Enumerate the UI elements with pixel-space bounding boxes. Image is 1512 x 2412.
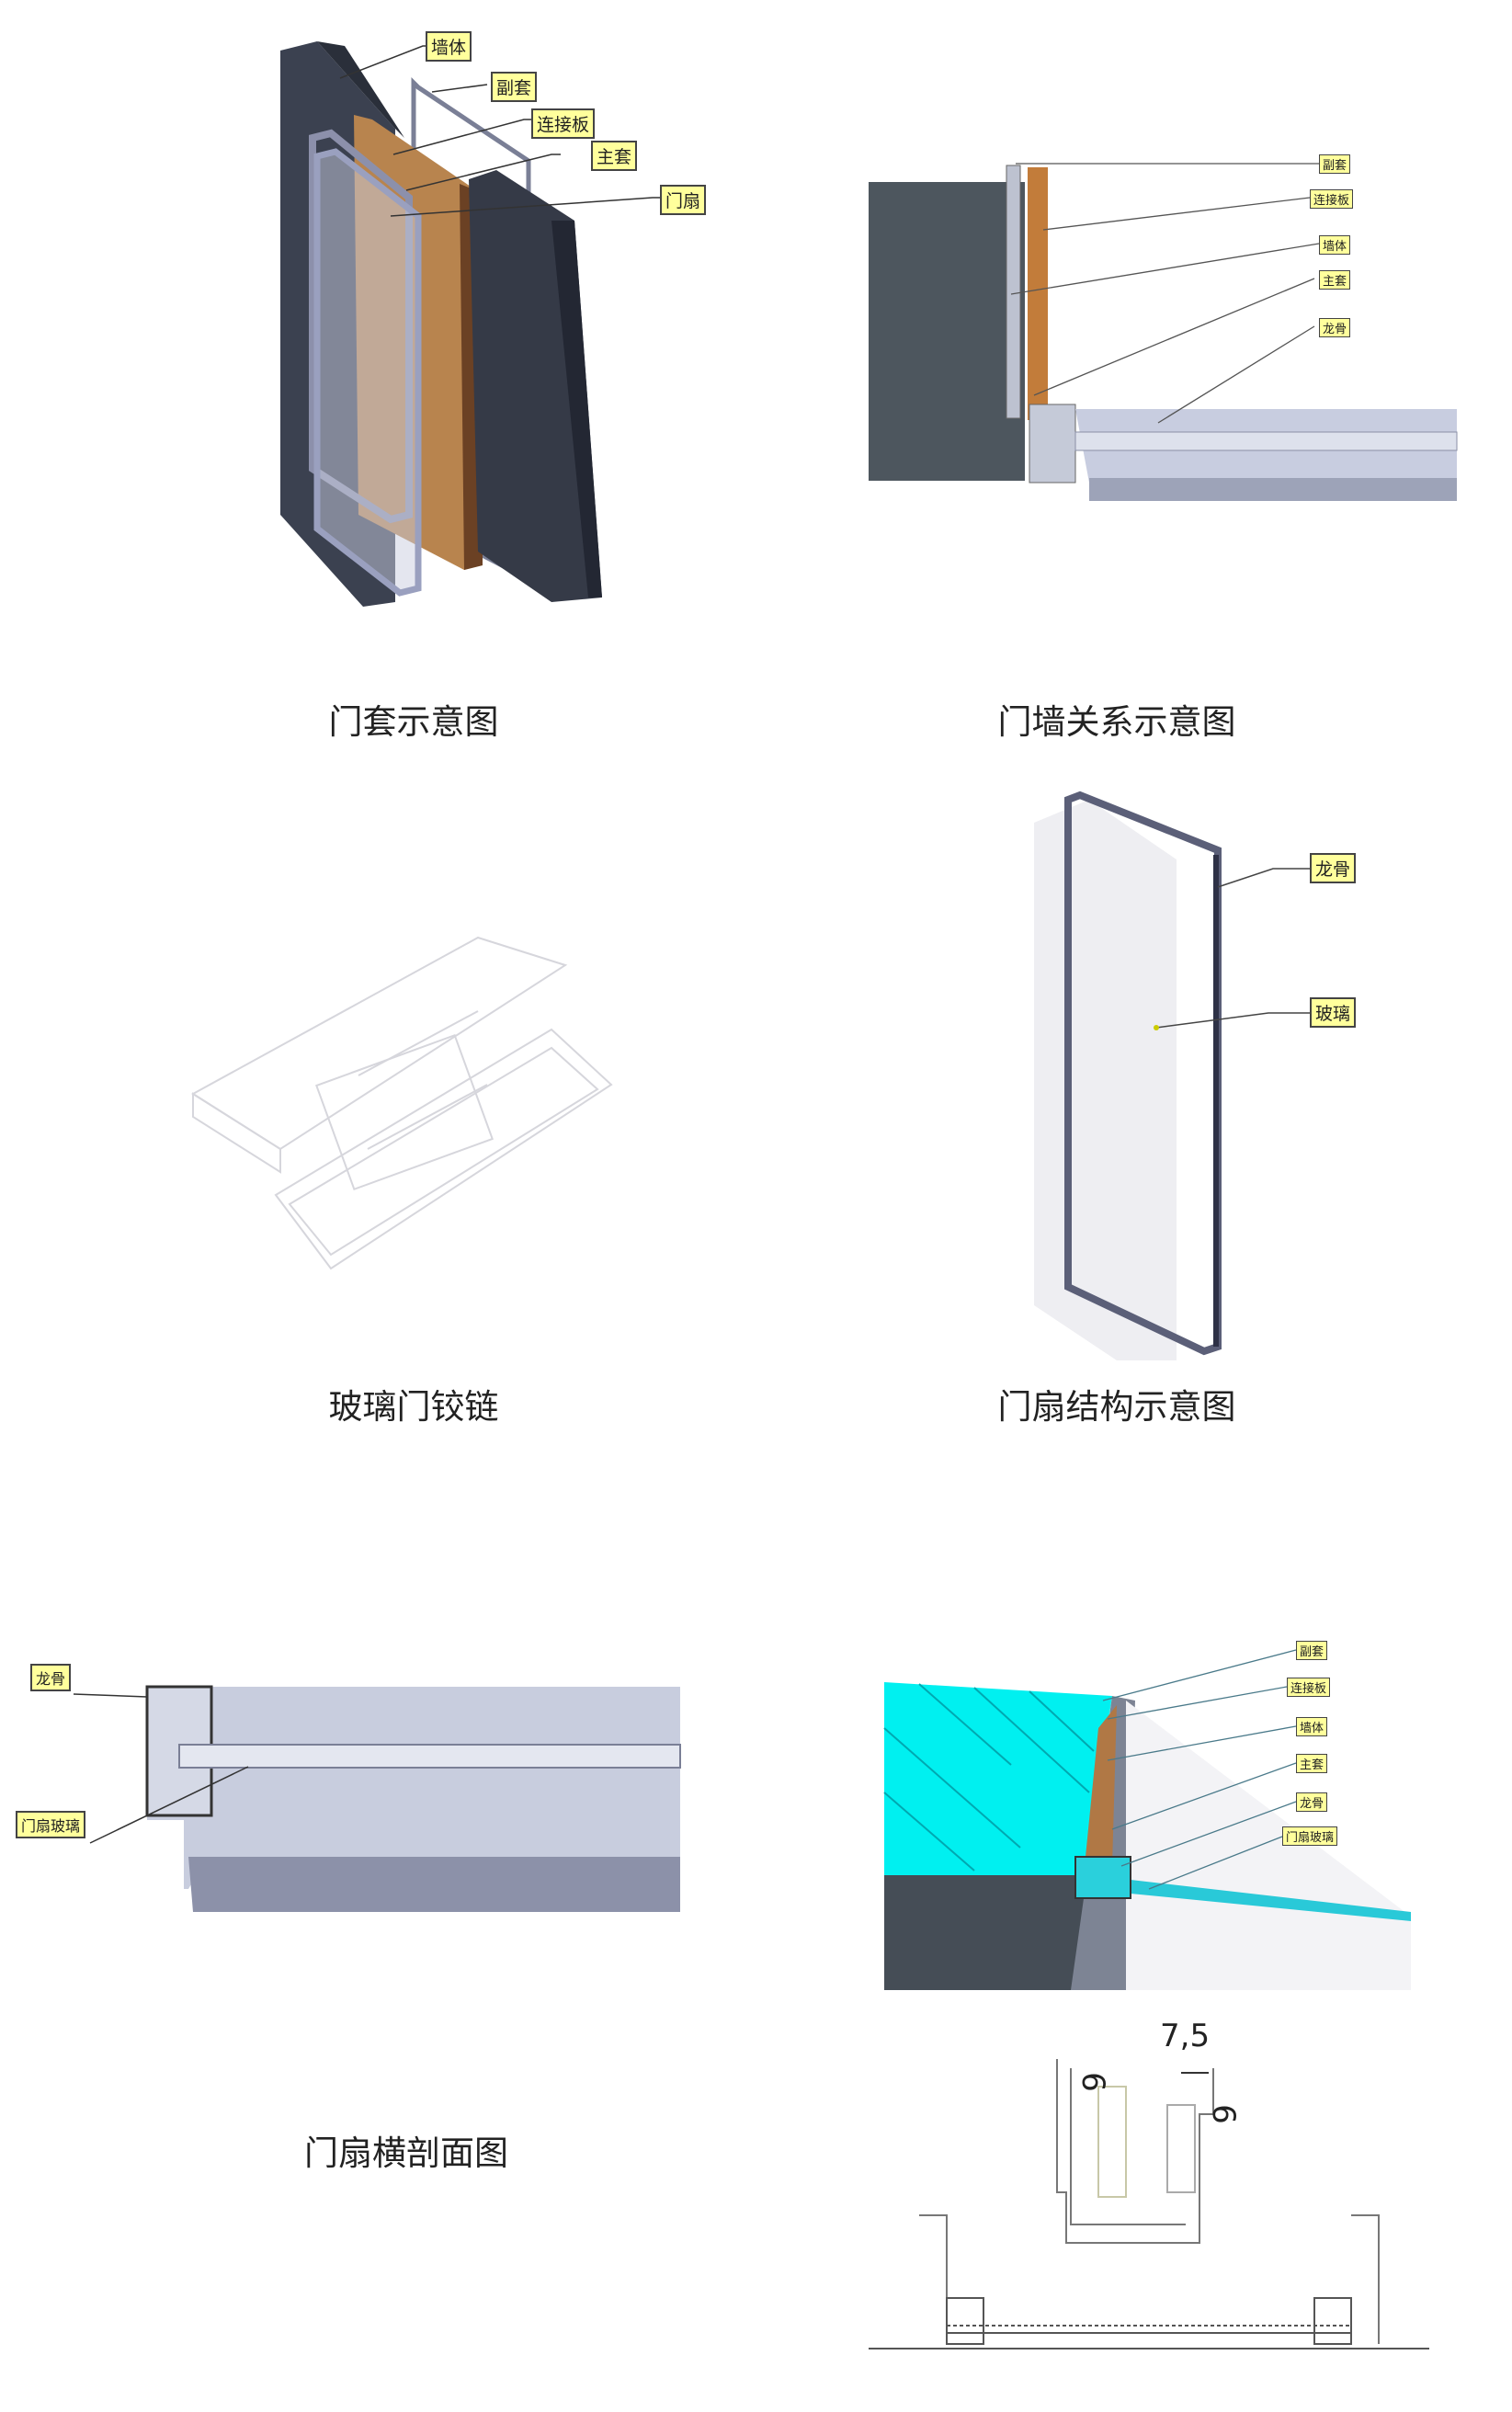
label-connecting-board: 连接板 (531, 108, 596, 139)
label-sub-frame: 副套 (491, 72, 538, 102)
dimension-drawing (869, 2059, 1429, 2349)
label-main-frame: 主套 (591, 141, 638, 171)
label-connecting-board: 连接板 (1287, 1678, 1331, 1697)
label-keel: 龙骨 (1310, 853, 1357, 883)
label-leaf-glass: 门扇玻璃 (1282, 1826, 1338, 1846)
caption-door-wall: 门墙关系示意图 (997, 702, 1236, 742)
label-main-frame: 主套 (1319, 270, 1351, 290)
label-main-frame: 主套 (1296, 1754, 1328, 1773)
door-wall-illustration (869, 163, 1458, 501)
dimension-7-5: 7,5 (1160, 2018, 1211, 2054)
caption-hinge: 玻璃门铰链 (328, 1387, 499, 1427)
door-frame-illustration (280, 41, 660, 607)
label-keel: 龙骨 (30, 1664, 72, 1691)
label-glass: 玻璃 (1310, 997, 1357, 1028)
label-sub-frame: 副套 (1319, 154, 1351, 174)
label-leaf-glass: 门扇玻璃 (16, 1811, 86, 1838)
dimension-6-right: 6 (1204, 2104, 1242, 2124)
section-3d-illustration (883, 1649, 1411, 1990)
label-wall: 墙体 (1296, 1717, 1328, 1736)
label-connecting-board: 连接板 (1310, 189, 1354, 209)
label-sub-frame: 副套 (1296, 1641, 1328, 1660)
caption-leaf-section: 门扇横剖面图 (304, 2133, 508, 2173)
label-wall: 墙体 (426, 31, 472, 62)
caption-door-frame: 门套示意图 (328, 702, 499, 742)
label-keel: 龙骨 (1319, 318, 1351, 337)
label-door-leaf: 门扇 (660, 185, 707, 215)
leaf-section-illustration (73, 1685, 681, 1912)
caption-door-leaf: 门扇结构示意图 (997, 1387, 1236, 1427)
label-keel: 龙骨 (1296, 1792, 1328, 1812)
dimension-6-left: 6 (1074, 2072, 1111, 2092)
hinge-illustration (191, 936, 613, 1270)
label-wall: 墙体 (1319, 235, 1351, 255)
door-leaf-illustration (1034, 791, 1310, 1360)
